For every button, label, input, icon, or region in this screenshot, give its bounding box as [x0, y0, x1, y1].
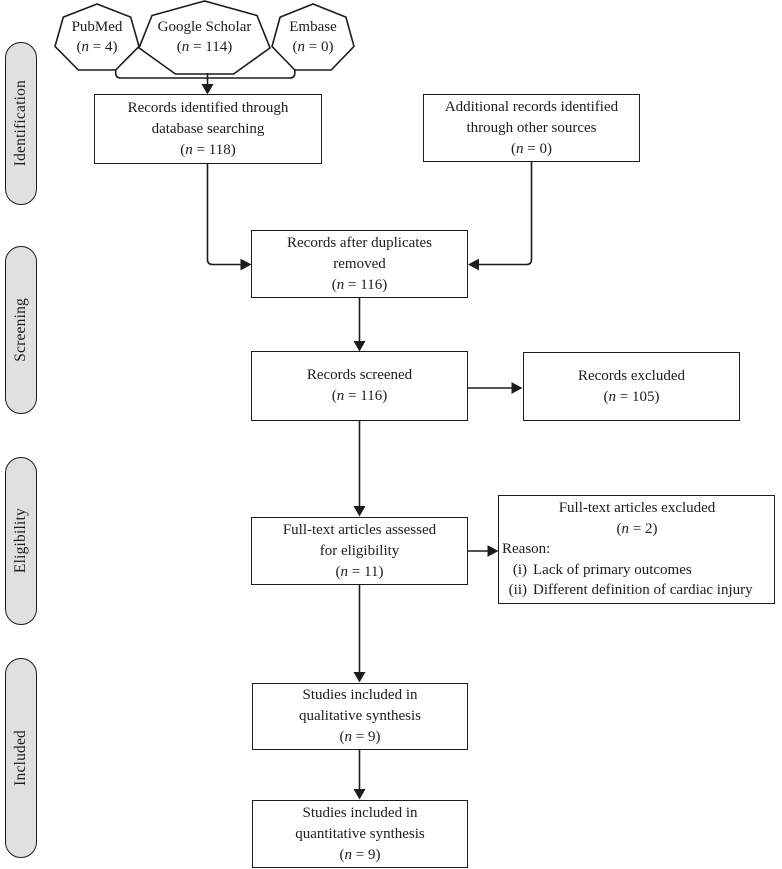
box-count: (n = 0) — [511, 140, 552, 157]
stage-label-eligibility: Eligibility — [12, 508, 29, 574]
box-line: Additional records identified — [444, 98, 619, 115]
box-line: Records screened — [306, 367, 413, 383]
box-qualitative-synthesis: Studies included in qualitative synthesi… — [252, 683, 468, 750]
source-count: (n = 4) — [76, 39, 118, 55]
source-name: Embase — [289, 19, 337, 35]
source-embase: Embase (n = 0) — [272, 8, 354, 66]
box-count: (n = 2) — [616, 520, 658, 537]
arrow-additional-to-duplicates-line — [478, 162, 533, 266]
reason-text: Different definition of cardiac injury — [533, 582, 753, 599]
embase-shape — [271, 3, 355, 71]
source-count: (n = 0) — [292, 39, 334, 55]
box-records-excluded: Records excluded (n = 105) — [523, 352, 740, 421]
box-count: (n = 118) — [180, 141, 236, 158]
box-fulltext-assessed: Full-text articles assessed for eligibil… — [251, 517, 468, 585]
box-line: quantitative synthesis — [295, 825, 425, 842]
stage-label-included: Included — [12, 730, 29, 786]
reason-marker: (ii) — [508, 582, 527, 599]
box-line: removed — [333, 255, 386, 272]
box-line: Full-text articles excluded — [558, 500, 716, 517]
box-records-screened: Records screened (n = 116) — [251, 351, 468, 421]
source-name: Google Scholar — [157, 19, 252, 35]
source-google-scholar: Google Scholar (n = 114) — [139, 7, 270, 67]
stage-label-identification: Identification — [12, 80, 29, 167]
box-line: database searching — [151, 120, 265, 137]
reason-label: Reason: — [502, 541, 551, 558]
stage-label-screening: Screening — [12, 298, 29, 362]
source-pubmed: PubMed (n = 4) — [55, 8, 139, 66]
arrowheads — [201, 84, 523, 800]
box-line: Studies included in — [302, 687, 418, 703]
sources-merge-bracket — [114, 69, 296, 79]
reason-text: Lack of primary outcomes — [533, 561, 692, 578]
box-records-identified: Records identified through database sear… — [94, 94, 322, 164]
reason-item: (i) Lack of primary outcomes — [502, 560, 772, 581]
box-count: (n = 9) — [339, 846, 381, 863]
arrow-identified-to-duplicates-line — [206, 164, 242, 266]
stage-pill-screening: Screening — [5, 246, 37, 414]
box-count: (n = 9) — [339, 729, 381, 745]
pubmed-shape — [54, 3, 140, 71]
box-duplicates-removed: Records after duplicates removed (n = 11… — [251, 230, 468, 298]
box-line: Full-text articles assessed — [282, 521, 437, 538]
box-line: qualitative synthesis — [298, 708, 422, 724]
box-count: (n = 105) — [603, 388, 660, 405]
box-quantitative-synthesis: Studies included in quantitative synthes… — [252, 800, 468, 868]
box-line: through other sources — [466, 119, 597, 136]
source-name: PubMed — [71, 19, 123, 35]
box-additional-records: Additional records identified through ot… — [423, 94, 640, 162]
box-fulltext-excluded: Full-text articles excluded (n = 2) Reas… — [498, 495, 775, 604]
reason-marker: (i) — [512, 561, 527, 578]
box-line: Records identified through — [127, 99, 289, 116]
stage-pill-identification: Identification — [5, 42, 37, 205]
box-line: Records excluded — [577, 367, 686, 384]
reason-item: (ii) Different definition of cardiac inj… — [502, 580, 772, 601]
stage-pill-eligibility: Eligibility — [5, 457, 37, 625]
box-line: Records after duplicates — [287, 234, 432, 251]
box-line: Studies included in — [302, 804, 418, 821]
box-line: for eligibility — [319, 542, 400, 559]
source-count: (n = 114) — [176, 39, 233, 55]
box-count: (n = 11) — [335, 563, 384, 580]
box-count: (n = 116) — [331, 388, 388, 404]
stage-pill-included: Included — [5, 658, 37, 858]
box-count: (n = 116) — [331, 276, 388, 293]
google-scholar-shape — [138, 0, 271, 75]
